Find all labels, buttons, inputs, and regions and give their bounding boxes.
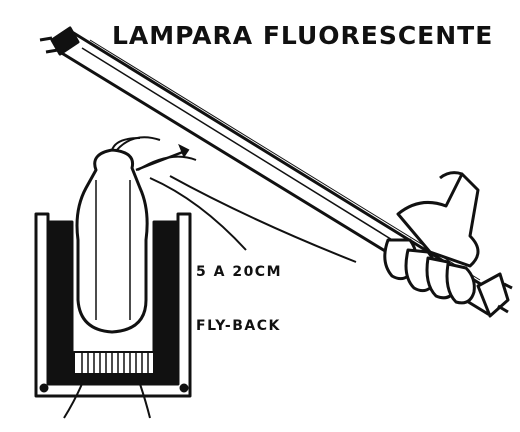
flyback-transformer bbox=[34, 137, 192, 419]
hand-icon bbox=[383, 171, 480, 305]
title-label: LAMPARA FLUORESCENTE bbox=[112, 21, 493, 50]
distance-label: 5 A 20CM bbox=[196, 264, 282, 280]
flyback-label: FLY-BACK bbox=[196, 318, 281, 334]
